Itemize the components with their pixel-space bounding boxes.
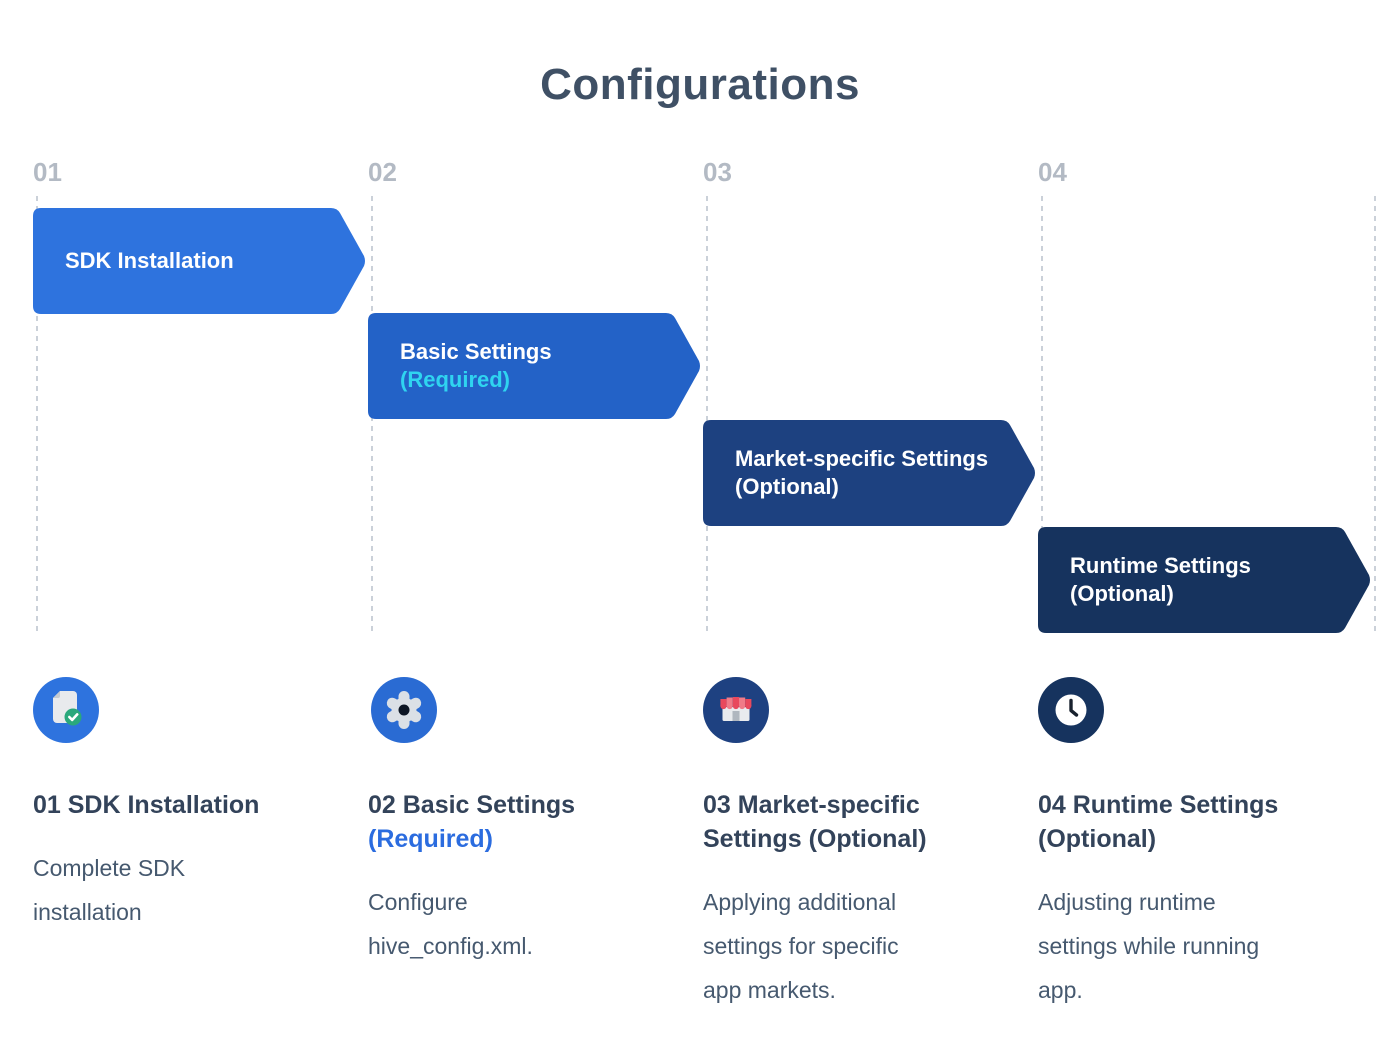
step-card-3: 03 Market-specific Settings (Optional) A… (703, 788, 1008, 1012)
step-heading: 03 Market-specific Settings (Optional) (703, 791, 927, 853)
step-description: Applying additional settings for specifi… (703, 889, 899, 1003)
banner-subtitle: (Optional) (735, 474, 839, 499)
gear-icon (371, 677, 437, 743)
banner-title: Runtime Settings (1070, 553, 1251, 578)
banner-step-4: Runtime Settings (Optional) (1038, 527, 1370, 633)
clock-icon (1038, 677, 1104, 743)
timeline-guide-4 (1041, 196, 1043, 636)
step-number-02: 02 (368, 157, 397, 187)
step-card-1: 01 SDK Installation Complete SDK install… (33, 788, 338, 934)
step-number-01: 01 (33, 157, 62, 187)
step-card-4: 04 Runtime Settings (Optional) Adjusting… (1038, 788, 1343, 1012)
storefront-icon (703, 677, 769, 743)
step-number-04: 04 (1038, 157, 1067, 187)
page-title: Configurations (540, 60, 860, 109)
banner-subtitle: (Required) (400, 367, 510, 392)
chevron-arrow-shape (33, 208, 365, 314)
step-heading: 01 SDK Installation (33, 791, 260, 819)
timeline-guide-5 (1374, 196, 1376, 636)
chevron-arrow-shape (703, 420, 1035, 526)
banner-subtitle: (Optional) (1070, 581, 1174, 606)
step-description: Configure hive_config.xml. (368, 889, 533, 959)
step-heading: 04 Runtime Settings (Optional) (1038, 791, 1279, 853)
chevron-arrow-shape (1038, 527, 1370, 633)
timeline-guide-3 (706, 196, 708, 636)
timeline-guide-1 (36, 196, 38, 636)
chevron-arrow-shape (368, 313, 700, 419)
banner-title: Basic Settings (400, 339, 552, 364)
document-check-icon (33, 677, 99, 743)
step-heading-text: 02 Basic Settings (368, 791, 576, 819)
banner-step-3: Market-specific Settings (Optional) (703, 420, 1035, 526)
step-description: Adjusting runtime settings while running… (1038, 889, 1260, 1003)
step-heading-required-label: (Required) (368, 825, 493, 853)
banner-step-1: SDK Installation (33, 208, 365, 314)
step-number-03: 03 (703, 157, 732, 187)
step-heading: 02 Basic Settings (Required) (368, 788, 640, 856)
step-description: Complete SDK installation (33, 855, 186, 925)
banner-title: Market-specific Settings (735, 446, 989, 471)
step-card-2: 02 Basic Settings (Required) Configure h… (368, 788, 673, 968)
banner-step-2: Basic Settings (Required) (368, 313, 700, 419)
banner-title: SDK Installation (65, 248, 234, 273)
